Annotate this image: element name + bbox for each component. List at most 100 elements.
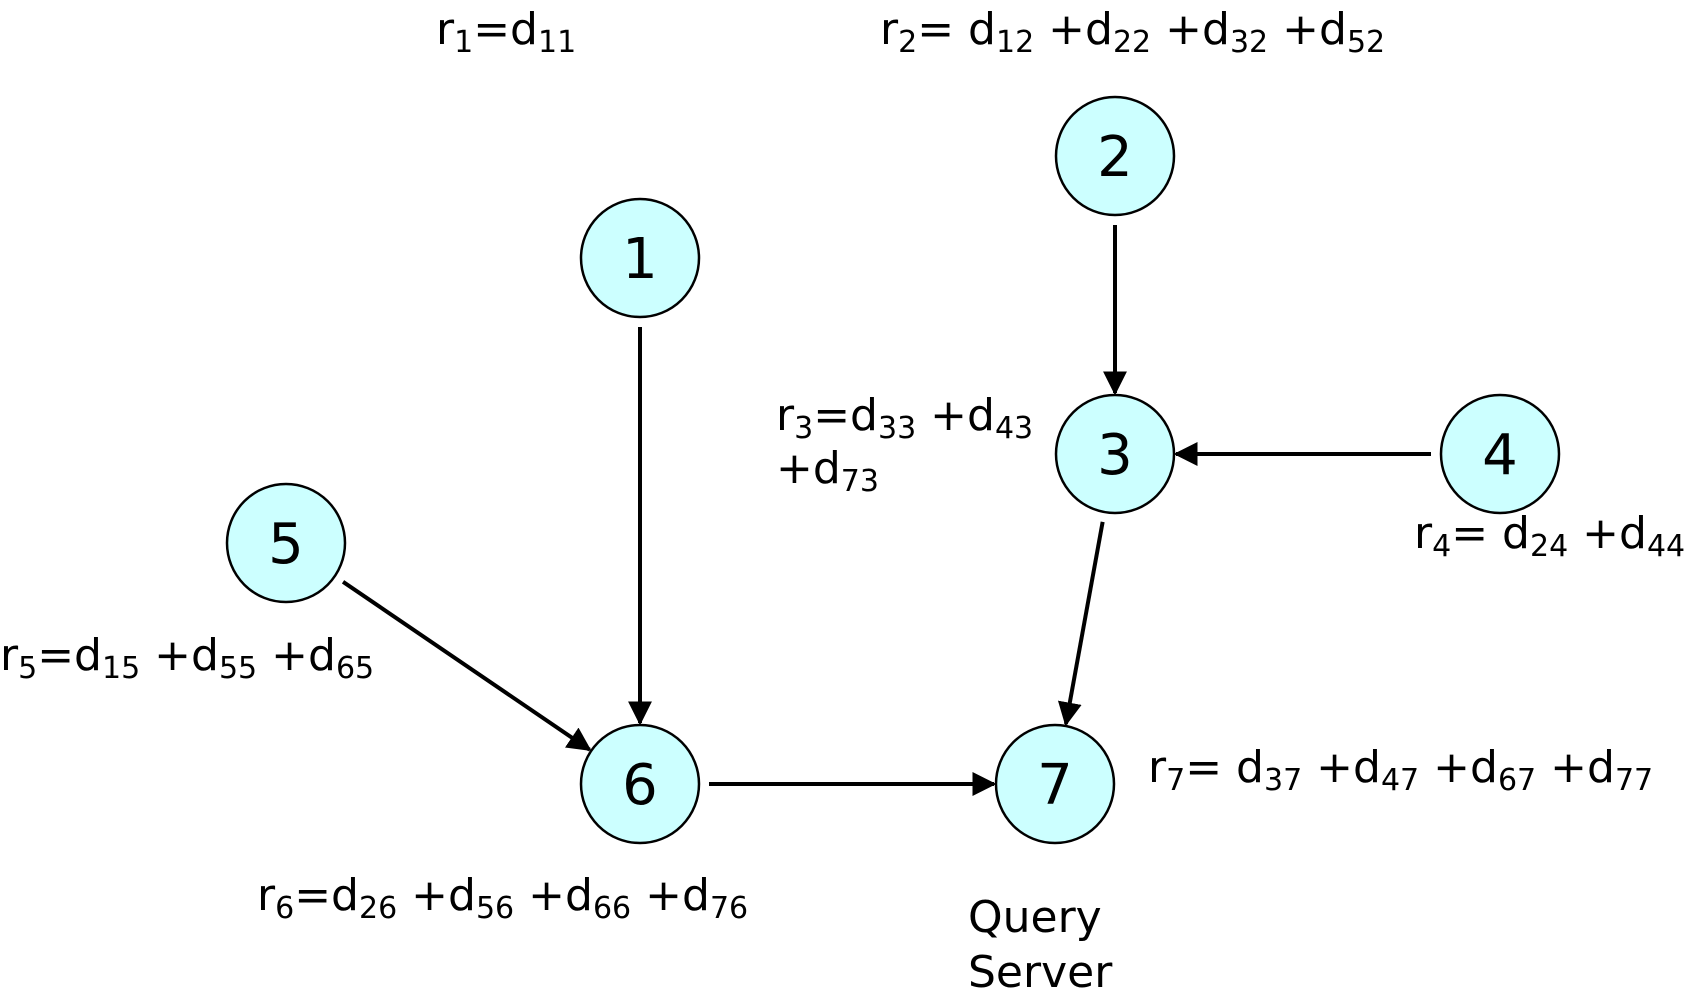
equation-r1-line: r1=d11	[436, 4, 577, 60]
equation-r3-lead: r	[776, 390, 795, 441]
node-1-label: 1	[622, 227, 658, 292]
equation-r1-lead-subscript: 1	[454, 25, 474, 60]
node-7-label: 7	[1037, 753, 1073, 818]
equation-r2-lead-subscript: 2	[898, 25, 918, 60]
equation-r7-term: = d	[1185, 742, 1264, 793]
equation-r7-term: +d	[1419, 742, 1498, 793]
equation-r5-term: =d	[37, 630, 102, 681]
equation-r3-term-subscript: 43	[994, 411, 1034, 446]
equation-r2-term: +d	[1151, 4, 1230, 55]
equation-r7: r7= d37 +d47 +d67 +d77	[1148, 742, 1654, 798]
equation-r4: r4= d24 +d44	[1414, 508, 1686, 564]
equation-r1-lead: r	[436, 4, 455, 55]
node-7: 7	[994, 723, 1116, 845]
node-6: 6	[579, 723, 701, 845]
equation-r4-line: r4= d24 +d44	[1414, 508, 1686, 564]
node-1: 1	[579, 197, 701, 319]
query-server-line2: Server	[968, 947, 1113, 999]
node-6-circle	[579, 723, 701, 845]
equation-r7-term-subscript: 77	[1614, 763, 1654, 798]
node-3-circle	[1054, 393, 1176, 515]
equation-r5-term-subscript: 65	[335, 651, 375, 686]
equation-r2-lead: r	[880, 4, 899, 55]
node-7-circle	[994, 723, 1116, 845]
equation-r4-term-subscript: 24	[1529, 529, 1569, 564]
equation-r5-term-subscript: 15	[101, 651, 141, 686]
equation-r1-term: =d	[473, 4, 538, 55]
equation-r7-term: +d	[1302, 742, 1381, 793]
equation-r5-term: +d	[140, 630, 219, 681]
equation-r3-term: +d	[916, 390, 995, 441]
equation-r4-term: +d	[1568, 508, 1647, 559]
equation-r4-lead: r	[1414, 508, 1433, 559]
equation-r6-term-subscript: 66	[592, 891, 632, 926]
equation-r3: r3=d33 +d43+d73	[776, 390, 1033, 496]
equation-r6-lead-subscript: 6	[275, 891, 295, 926]
edge-3-to-7	[1057, 521, 1105, 727]
equation-r6-term-subscript: 76	[709, 891, 749, 926]
equation-r2-term-subscript: 12	[995, 25, 1035, 60]
node-4-label: 4	[1482, 423, 1518, 488]
equation-r6-term-subscript: 56	[475, 891, 515, 926]
query-server-label: Query Server	[968, 888, 1112, 1003]
equation-r6-term: +d	[631, 870, 710, 921]
equation-r5-term-subscript: 55	[218, 651, 258, 686]
equation-r3-term-subscript: 33	[877, 411, 917, 446]
equation-r6-term-subscript: 26	[358, 891, 398, 926]
node-2-circle	[1054, 95, 1176, 217]
equation-r6-term: +d	[397, 870, 476, 921]
equation-r5-lead-subscript: 5	[18, 651, 38, 686]
equation-r3-line: r3=d33 +d43	[776, 390, 1034, 446]
equation-r6-line: r6=d26 +d56 +d66 +d76	[257, 870, 749, 926]
equation-r2-term: = d	[917, 4, 996, 55]
equation-r2-line: r2= d12 +d22 +d32 +d52	[880, 4, 1386, 60]
equation-r3-term-subscript: 73	[840, 463, 879, 499]
equation-r5-line: r5=d15 +d55 +d65	[0, 630, 375, 686]
equation-r3-term: =d	[813, 390, 878, 441]
equation-r5-term: +d	[257, 630, 336, 681]
equation-r5: r5=d15 +d55 +d65	[0, 630, 375, 686]
equation-r2-term: +d	[1268, 4, 1347, 55]
equation-r2-term-subscript: 22	[1112, 25, 1152, 60]
equation-r2-term-subscript: 52	[1346, 25, 1386, 60]
equation-r6-term: =d	[294, 870, 359, 921]
equation-r3-term: +d	[776, 442, 841, 494]
equation-r4-term-subscript: 44	[1646, 529, 1686, 564]
node-5-label: 5	[268, 512, 304, 577]
equation-r2: r2= d12 +d22 +d32 +d52	[880, 4, 1386, 60]
query-server-line1: Query	[968, 892, 1102, 943]
equation-r2-term: +d	[1034, 4, 1113, 55]
equation-r3-line2: +d73	[776, 442, 1033, 499]
equation-r6-term: +d	[514, 870, 593, 921]
equation-r3-lead-subscript: 3	[794, 411, 814, 446]
node-5: 5	[225, 482, 347, 604]
equation-r2-term-subscript: 32	[1229, 25, 1269, 60]
equation-r7-term-subscript: 37	[1263, 763, 1303, 798]
edges-layer	[341, 225, 1431, 796]
equation-r4-lead-subscript: 4	[1432, 529, 1452, 564]
equation-r7-term: +d	[1536, 742, 1615, 793]
equation-r6: r6=d26 +d56 +d66 +d76	[257, 870, 749, 926]
equation-r1: r1=d11	[436, 4, 577, 60]
node-3: 3	[1054, 393, 1176, 515]
node-3-label: 3	[1097, 423, 1133, 488]
equation-r4-term: = d	[1451, 508, 1530, 559]
node-1-circle	[579, 197, 701, 319]
node-2-label: 2	[1097, 125, 1133, 190]
equation-r5-lead: r	[0, 630, 19, 681]
equation-r7-lead-subscript: 7	[1166, 763, 1186, 798]
equation-r1-term-subscript: 11	[537, 25, 577, 60]
node-2: 2	[1054, 95, 1176, 217]
edge-5-to-6	[341, 580, 592, 752]
node-4-circle	[1439, 393, 1561, 515]
equation-r7-term-subscript: 47	[1380, 763, 1420, 798]
equation-r6-lead: r	[257, 870, 276, 921]
equation-r7-term-subscript: 67	[1497, 763, 1537, 798]
equation-r7-line: r7= d37 +d47 +d67 +d77	[1148, 742, 1654, 798]
node-4: 4	[1439, 393, 1561, 515]
node-5-circle	[225, 482, 347, 604]
node-6-label: 6	[622, 753, 658, 818]
equation-r7-lead: r	[1148, 742, 1167, 793]
